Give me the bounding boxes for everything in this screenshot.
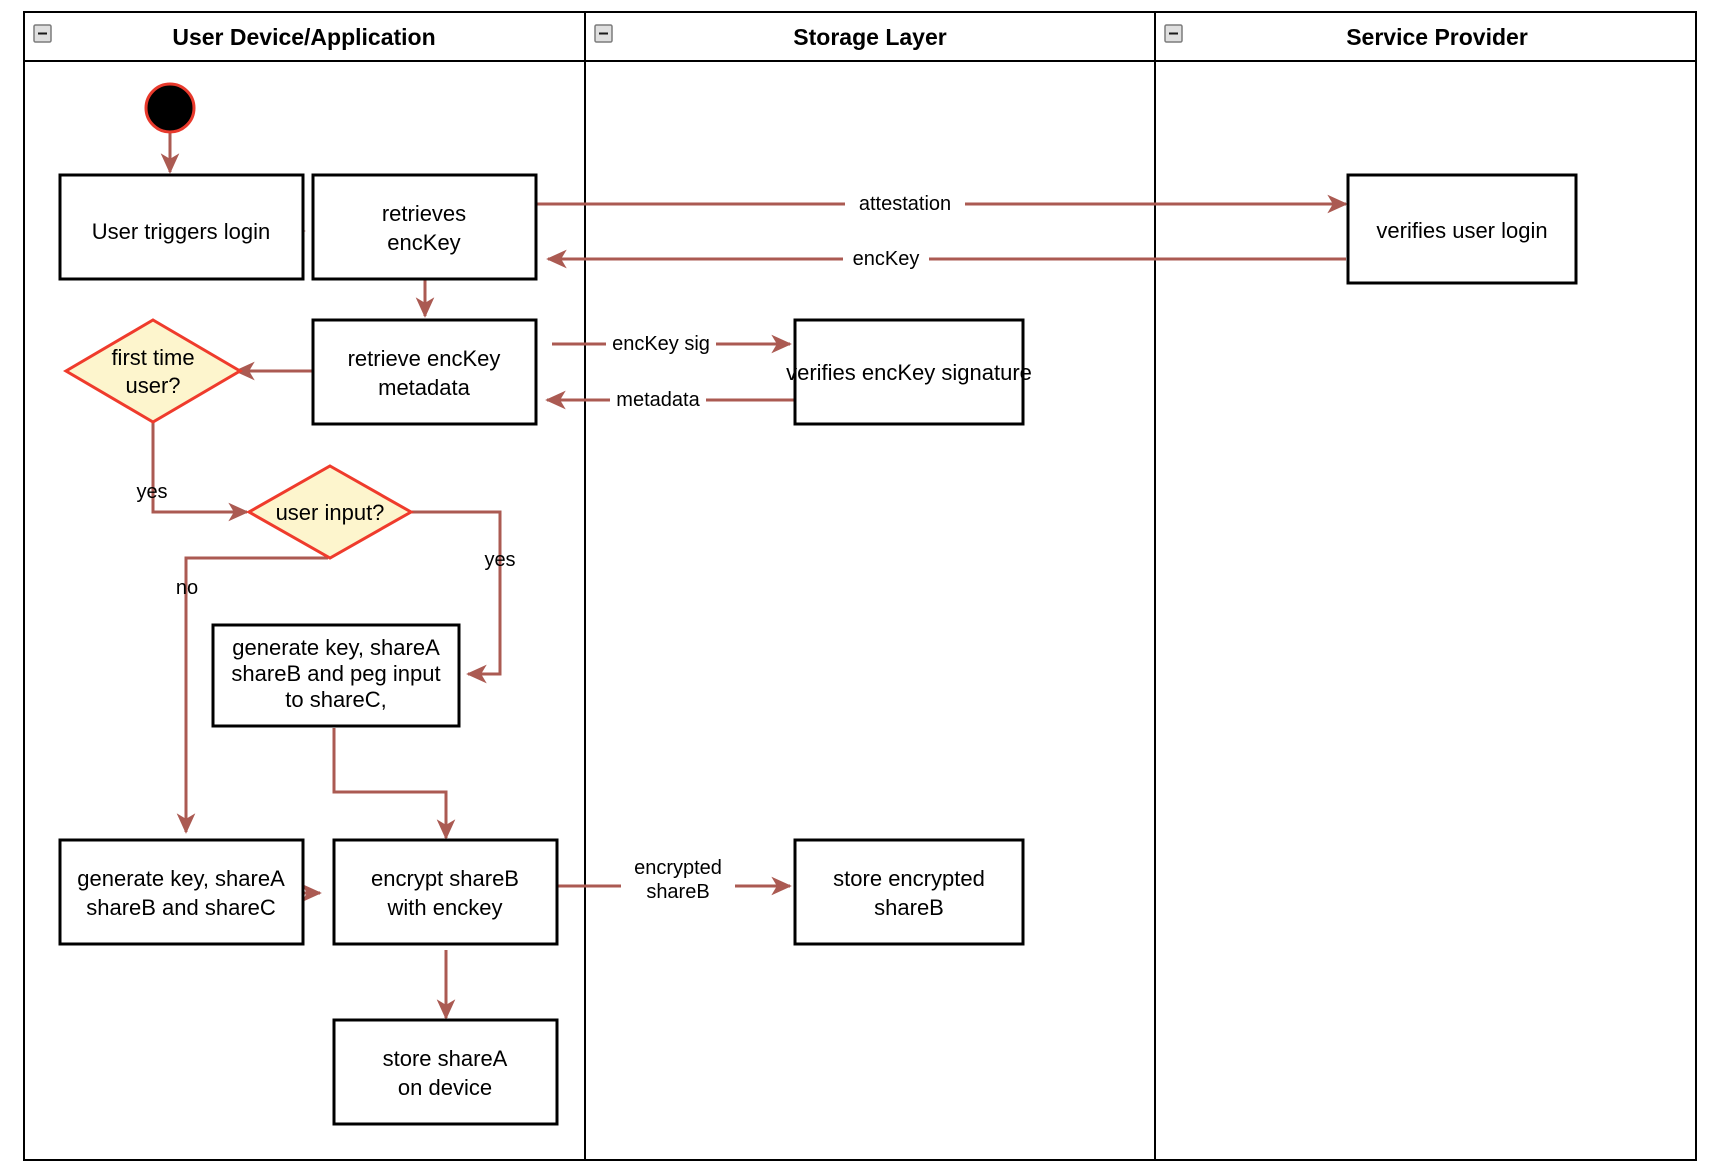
edge-label-bg-metadata [610, 386, 706, 412]
branch-label-no-user-input: no [176, 577, 198, 599]
swimlane-frame [23, 11, 1697, 1161]
node-label-verifies-enckey-signature: verifies encKey signature [786, 360, 1032, 385]
edge-user-input-yes [409, 510, 502, 684]
collapse-icon-lane-2[interactable] [594, 24, 613, 43]
node-store-encrypted-shareb[interactable]: store encrypted shareB [793, 838, 1025, 946]
edge-user-input-no [176, 556, 328, 834]
edge-label-metadata: metadata [616, 389, 700, 411]
node-label-retrieves-enckey-line1: retrieves [382, 201, 466, 226]
node-store-sharea[interactable]: store shareA on device [332, 1018, 559, 1126]
lane-title-storage: Storage Layer [793, 24, 946, 50]
node-label-retrieve-metadata-line2: metadata [378, 375, 470, 400]
node-label-generate-peg-line1: generate key, shareA [232, 635, 440, 660]
edge-label-bg-enckey-sig [606, 330, 716, 356]
node-label-encrypt-shareb-line1: encrypt shareB [371, 866, 519, 891]
node-generate-key-sharec[interactable]: generate key, shareA shareB and shareC [58, 838, 305, 946]
node-first-time-user[interactable]: first time user? [63, 318, 243, 424]
initial-node [144, 82, 196, 134]
collapse-icon-lane-1[interactable] [33, 24, 52, 43]
lane-header-user-device: User Device/Application [33, 24, 436, 50]
node-label-generate-sharec-line1: generate key, shareA [77, 866, 285, 891]
edge-label-encrypted-shareb-line1: encrypted [634, 857, 722, 879]
node-retrieves-enckey[interactable]: retrieves encKey [311, 173, 538, 281]
branch-label-yes-first-time: yes [136, 481, 167, 503]
lane-header-storage: Storage Layer [594, 24, 947, 50]
node-encrypt-shareb[interactable]: encrypt shareB with enckey [332, 838, 559, 946]
edge-label-bg-attestation [845, 190, 965, 216]
edge-label-encrypted-shareb-line2: shareB [646, 881, 709, 903]
node-generate-key-peg[interactable]: generate key, shareA shareB and peg inpu… [211, 623, 461, 728]
node-label-user-triggers-login: User triggers login [92, 219, 271, 244]
edge-label-bg-enckey [843, 245, 929, 271]
node-label-generate-sharec-line2: shareB and shareC [86, 895, 276, 920]
lane-title-service: Service Provider [1346, 24, 1528, 50]
node-label-retrieve-metadata-line1: retrieve encKey [348, 346, 501, 371]
node-user-input[interactable]: user input? [245, 464, 415, 560]
node-verifies-enckey-signature[interactable]: verifies encKey signature [786, 318, 1032, 426]
edge-label-attestation: attestation [859, 193, 951, 215]
edge-label-enckey-sig: encKey sig [612, 333, 710, 355]
edge-peg-to-encrypt [332, 728, 456, 840]
node-label-store-sharea-line2: on device [398, 1075, 492, 1100]
node-user-triggers-login[interactable]: User triggers login [58, 173, 305, 281]
lane-header-service: Service Provider [1164, 24, 1528, 50]
lane-title-user-device: User Device/Application [172, 24, 435, 50]
node-label-user-input: user input? [276, 500, 385, 525]
node-label-store-encrypted-line1: store encrypted [833, 866, 985, 891]
node-label-retrieves-enckey-line2: encKey [387, 230, 460, 255]
node-label-store-encrypted-line2: shareB [874, 895, 944, 920]
node-label-first-time-user-line1: first time [111, 345, 194, 370]
node-retrieve-enckey-metadata[interactable]: retrieve encKey metadata [311, 318, 538, 426]
node-label-first-time-user-line2: user? [125, 373, 180, 398]
edge-label-enckey: encKey [853, 248, 920, 270]
node-label-verifies-user-login: verifies user login [1376, 218, 1547, 243]
node-label-generate-peg-line2: shareB and peg input [231, 661, 440, 686]
edge-label-bg-encrypted-shareb [621, 852, 735, 908]
node-label-encrypt-shareb-line2: with enckey [387, 895, 503, 920]
node-label-store-sharea-line1: store shareA [383, 1046, 508, 1071]
node-label-generate-peg-line3: to shareC, [285, 687, 387, 712]
node-verifies-user-login[interactable]: verifies user login [1346, 173, 1578, 285]
edge-first-time-yes [151, 417, 249, 522]
collapse-icon-lane-3[interactable] [1164, 24, 1183, 43]
branch-label-yes-user-input: yes [484, 549, 515, 571]
